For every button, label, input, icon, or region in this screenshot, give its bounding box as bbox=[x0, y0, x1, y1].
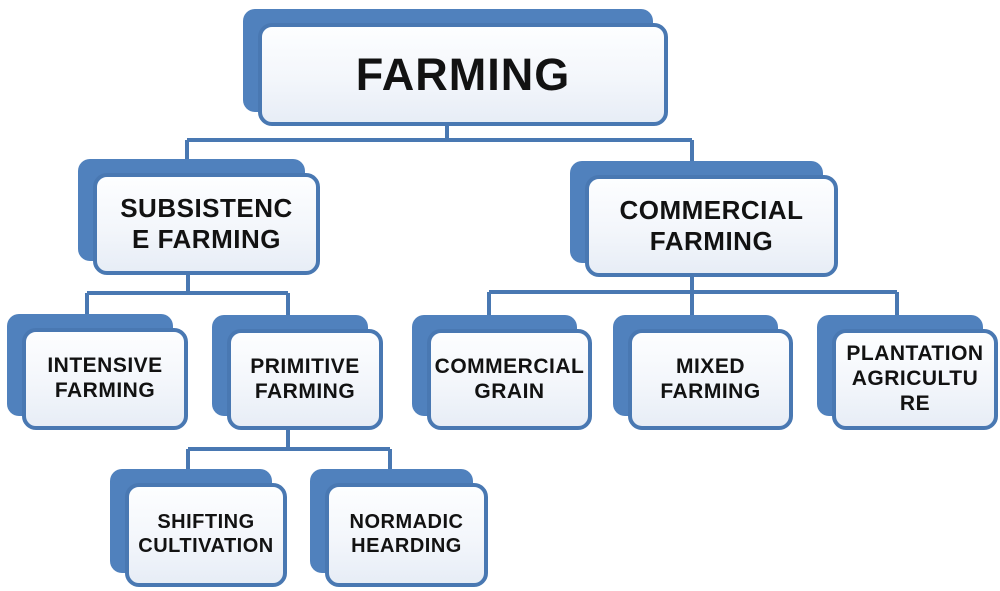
node-label: NORMADIC HEARDING bbox=[349, 511, 464, 557]
node-label: MIXED FARMING bbox=[660, 354, 761, 403]
node-label: PRIMITIVE FARMING bbox=[250, 354, 360, 403]
node-label: SUBSISTENC E FARMING bbox=[120, 193, 293, 254]
node-card: SHIFTING CULTIVATION bbox=[125, 483, 287, 587]
node-commercial-farming: COMMERCIAL FARMING bbox=[570, 161, 838, 277]
node-label: PLANTATION AGRICULTU RE bbox=[846, 342, 984, 415]
node-card: FARMING bbox=[258, 23, 668, 126]
node-card: COMMERCIAL GRAIN bbox=[427, 329, 592, 430]
node-card: SUBSISTENC E FARMING bbox=[93, 173, 320, 275]
node-card: PRIMITIVE FARMING bbox=[227, 329, 383, 430]
node-subsistence-farming: SUBSISTENC E FARMING bbox=[78, 159, 320, 275]
node-label: COMMERCIAL FARMING bbox=[619, 195, 804, 256]
node-shifting-cultivation: SHIFTING CULTIVATION bbox=[110, 469, 287, 587]
node-primitive-farming: PRIMITIVE FARMING bbox=[212, 315, 383, 430]
node-label: INTENSIVE FARMING bbox=[47, 354, 163, 402]
node-card: INTENSIVE FARMING bbox=[22, 328, 188, 430]
node-card: COMMERCIAL FARMING bbox=[585, 175, 838, 277]
node-label: SHIFTING CULTIVATION bbox=[138, 511, 274, 557]
node-plantation-agriculture: PLANTATION AGRICULTU RE bbox=[817, 315, 998, 430]
node-label: FARMING bbox=[355, 48, 571, 100]
node-label: COMMERCIAL GRAIN bbox=[434, 354, 585, 403]
node-normadic-hearding: NORMADIC HEARDING bbox=[310, 469, 488, 587]
node-commercial-grain: COMMERCIAL GRAIN bbox=[412, 315, 592, 430]
node-card: PLANTATION AGRICULTU RE bbox=[832, 329, 998, 430]
node-mixed-farming: MIXED FARMING bbox=[613, 315, 793, 430]
node-card: MIXED FARMING bbox=[628, 329, 793, 430]
node-farming: FARMING bbox=[243, 9, 668, 126]
node-card: NORMADIC HEARDING bbox=[325, 483, 488, 587]
node-intensive-farming: INTENSIVE FARMING bbox=[7, 314, 188, 430]
